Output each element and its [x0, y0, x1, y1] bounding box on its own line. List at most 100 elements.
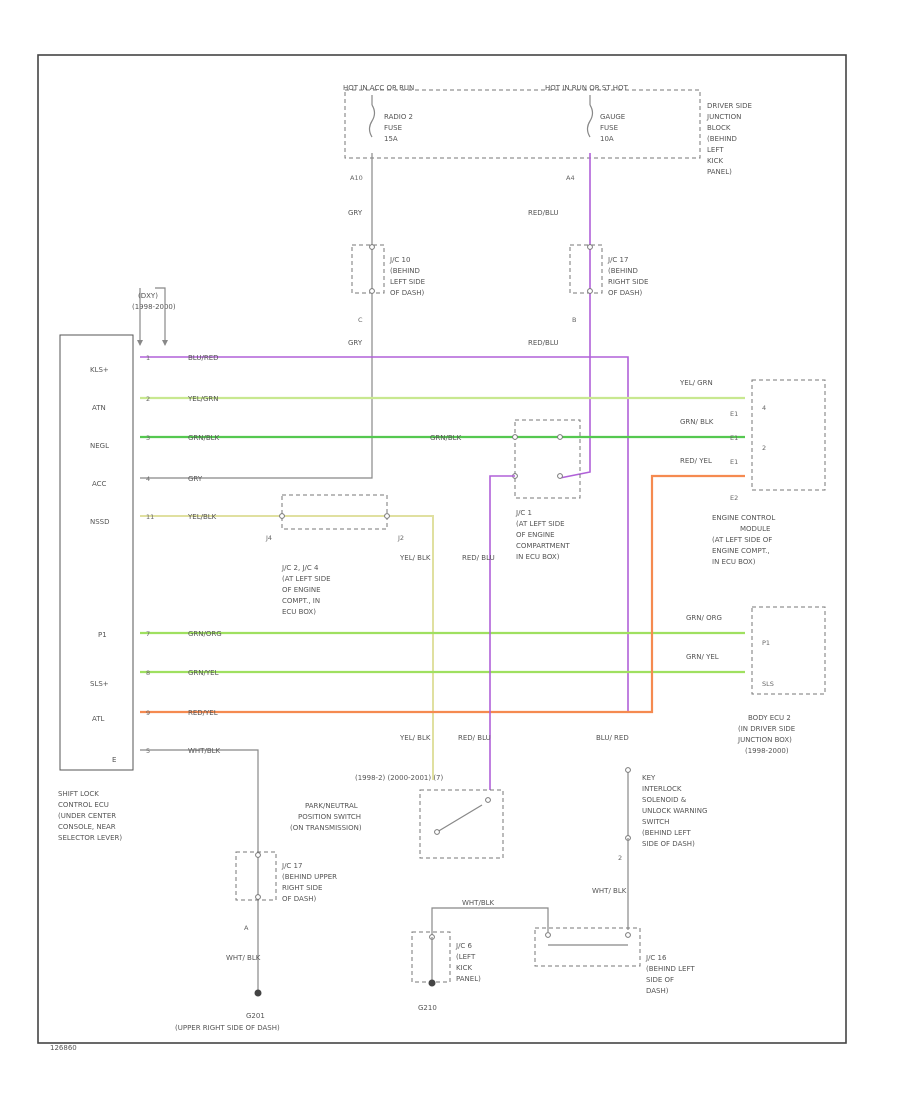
grnblk-inline-label: GRN/BLK: [430, 434, 462, 442]
ground-bus-label: WHT/BLK: [462, 899, 495, 907]
g201-desc: (UPPER RIGHT SIDE OF DASH): [175, 1024, 280, 1032]
jc17-line-3: RIGHT SIDE: [608, 278, 648, 286]
g210-label: G210: [418, 1004, 437, 1012]
redblu-down-wire: [489, 475, 515, 790]
gauge-fuse-line-2: FUSE: [600, 124, 618, 132]
key-desc-3: SOLENOID &: [642, 796, 687, 804]
key-desc-2: INTERLOCK: [642, 785, 682, 793]
ecu-label-top-1: (DXY): [138, 292, 158, 300]
ground-wire-label: WHT/ BLK: [226, 954, 261, 962]
driver-jb-line-1: DRIVER SIDE: [707, 102, 752, 110]
jc17-line-1: J/C 17: [607, 256, 628, 264]
pnp-desc-3: (ON TRANSMISSION): [290, 824, 362, 832]
redblu-label-mid: RED/BLU: [528, 339, 559, 347]
acc-pin: 4: [146, 475, 150, 483]
jc1-line-2: (AT LEFT SIDE: [516, 520, 565, 528]
p1-wire-label: GRN/ORG: [188, 630, 222, 638]
body-ecu-wire-1: GRN/ ORG: [686, 614, 722, 622]
driver-jb-line-7: PANEL): [707, 168, 732, 176]
g210-ground-icon: [428, 979, 436, 987]
kls-pin: 1: [146, 354, 150, 362]
gauge-fuse-line-1: GAUGE: [600, 113, 625, 121]
negl-wire-label: GRN/BLK: [188, 434, 220, 442]
ecm-desc-line-3: (AT LEFT SIDE OF: [712, 536, 772, 544]
jc17b-line-2: (BEHIND UPPER: [282, 873, 337, 881]
jc17b-top-dot: [255, 852, 261, 858]
ecu-label-arrow-right: [155, 287, 166, 345]
ecu-desc-line-3: (UNDER CENTER: [58, 812, 116, 820]
body-ecu-desc-4: (1998-2000): [745, 747, 789, 755]
body-ecu-desc-2: (IN DRIVER SIDE: [738, 725, 795, 733]
negl-pin: 3: [146, 434, 150, 442]
jc17-line-4: OF DASH): [608, 289, 643, 297]
key-wire-label: BLU/ RED: [596, 734, 629, 742]
key-desc-7: SIDE OF DASH): [642, 840, 695, 848]
body-ecu-2: GRN/ ORG GRN/ YEL P1 SLS BODY ECU 2 (IN …: [686, 606, 826, 755]
ecu-desc-line-1: SHIFT LOCK: [58, 790, 99, 798]
fuse-block: HOT IN ACC OR RUN HOT IN RUN OR ST HOT R…: [343, 84, 752, 182]
jc17b-outline: [235, 851, 277, 901]
ecm-desc-line-5: IN ECU BOX): [712, 558, 756, 566]
jc2-line-5: ECU BOX): [282, 608, 316, 616]
power-feeds: GRY RED/BLU GRY RED/BLU C B J/C 10 (BEHI…: [140, 153, 648, 479]
arrow-head-left: [137, 340, 143, 346]
mid-junctions: GRN/BLK J/C 1 (AT LEFT SIDE OF ENGINE CO…: [265, 419, 581, 790]
jc10-bottom-dot: [369, 288, 375, 294]
driver-jb-line-6: KICK: [707, 157, 724, 165]
pnp-yelblk: YEL/ BLK: [399, 734, 431, 742]
gry-wire: [140, 153, 373, 479]
sls-pin: 8: [146, 669, 150, 677]
atl-wire: [140, 474, 745, 714]
pin-j2: J2: [397, 534, 404, 542]
ecu-pin-kls: KLS+: [90, 366, 109, 374]
hot-label-right: HOT IN RUN OR ST HOT: [545, 84, 629, 92]
pin-a10: A10: [350, 174, 363, 182]
diagram-code: 126860: [50, 1044, 77, 1052]
jc10-line-2: (BEHIND: [390, 267, 420, 275]
jc2-line-1: J/C 2, J/C 4: [281, 564, 319, 572]
jc1-outline: [514, 419, 581, 499]
key-top-dot: [625, 767, 631, 773]
ecu-pin-nssd: NSSD: [90, 518, 110, 526]
ecu-label-top-2: (1998-2000): [132, 303, 176, 311]
key-wire-low: WHT/ BLK: [592, 887, 627, 895]
gauge-fuse-symbol: [586, 104, 594, 138]
jc1-line-1: J/C 1: [515, 509, 532, 517]
pin-j4: J4: [265, 534, 272, 542]
body-ecu-inner: SLS: [762, 680, 774, 688]
jc16-line-1: J/C 16: [645, 954, 667, 962]
atl-wire-label: RED/YEL: [188, 709, 218, 717]
kls-wire: [140, 356, 629, 712]
driver-jb-line-2: JUNCTION: [706, 113, 741, 121]
redblu-feed-wire: [559, 153, 591, 479]
jc6-line-3: KICK: [456, 964, 473, 972]
ecu-desc-line-5: SELECTOR LEVER): [58, 834, 122, 842]
e-pin: 5: [146, 747, 150, 755]
key-desc-5: SWITCH: [642, 818, 669, 826]
pnp-years: (1998-2) (2000-2001) (7): [355, 774, 444, 782]
ecm-wire-3: RED/ YEL: [680, 457, 712, 465]
jc1-line-5: IN ECU BOX): [516, 553, 560, 561]
radio-fuse-line-2: FUSE: [384, 124, 402, 132]
key-interlock-solenoid: BLU/ RED KEY INTERLOCK SOLENOID & UNLOCK…: [592, 734, 707, 930]
atn-pin: 2: [146, 395, 150, 403]
sls-wire-label: GRN/YEL: [188, 669, 219, 677]
jc17b-line-1: J/C 17: [281, 862, 302, 870]
signal-wires: 1 BLU/RED 2 YEL/GRN 3 GRN/BLK 4 GRY 11 Y…: [140, 354, 745, 990]
jc2-line-3: OF ENGINE: [282, 586, 321, 594]
jc17b-line-4: OF DASH): [282, 895, 317, 903]
jc2-line-2: (AT LEFT SIDE: [282, 575, 331, 583]
shift-lock-ecu: (DXY) (1998-2000) KLS+ ATN NEGL ACC NSSD…: [58, 287, 176, 842]
hot-label-left: HOT IN ACC OR RUN: [343, 84, 414, 92]
jc10-line-1: J/C 10: [389, 256, 410, 264]
key-desc-4: UNLOCK WARNING: [642, 807, 707, 815]
arrow-head-right: [162, 340, 168, 346]
ecm-wire-1: YEL/ GRN: [679, 379, 713, 387]
jc2-dot-right: [384, 513, 390, 519]
ecu-pin-atn: ATN: [92, 404, 106, 412]
ecu-desc-line-2: CONTROL ECU: [58, 801, 109, 809]
jc17-outline: [569, 244, 603, 294]
shift-lock-ecu-box: [59, 334, 134, 771]
nssd-wire-label: YEL/BLK: [187, 513, 217, 521]
key-desc-6: (BEHIND LEFT: [642, 829, 691, 837]
